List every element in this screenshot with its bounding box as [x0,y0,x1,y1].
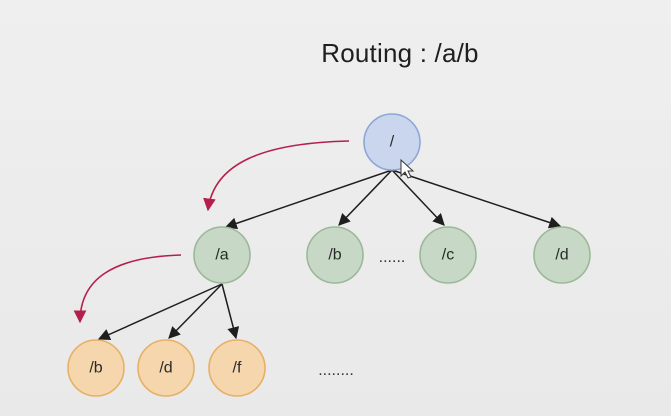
edge-root-c [391,169,445,226]
edge-root-d [391,169,562,229]
node-a-d-label: /d [159,360,172,377]
node-a-d [137,339,195,397]
route-arrow-a-to-b [73,254,182,324]
level2-ellipsis: ........ [318,362,354,379]
node-a [193,226,251,284]
edge-a-b [97,283,223,341]
node-a-b-label: /b [89,360,102,377]
diagram-title: Routing : /a/b [321,38,479,68]
level1-ellipsis: ...... [379,249,406,266]
node-c-label: /c [442,247,454,264]
edge-root-a [224,169,393,230]
node-a-label: /a [215,247,228,264]
edge-a-d [168,283,223,339]
node-a-b [67,339,125,397]
edge-a-f [221,283,240,340]
node-c [419,226,477,284]
route-arrow-root-to-a [203,140,350,212]
mouse-pointer-icon [400,158,415,179]
node-root-label: / [390,134,395,151]
node-b [306,226,364,284]
node-a-f [208,339,266,397]
node-a-f-label: /f [233,360,242,377]
node-root [363,113,421,171]
edge-root-b [338,169,393,226]
node-b-label: /b [328,247,341,264]
node-d-label: /d [555,247,568,264]
node-d [533,226,591,284]
